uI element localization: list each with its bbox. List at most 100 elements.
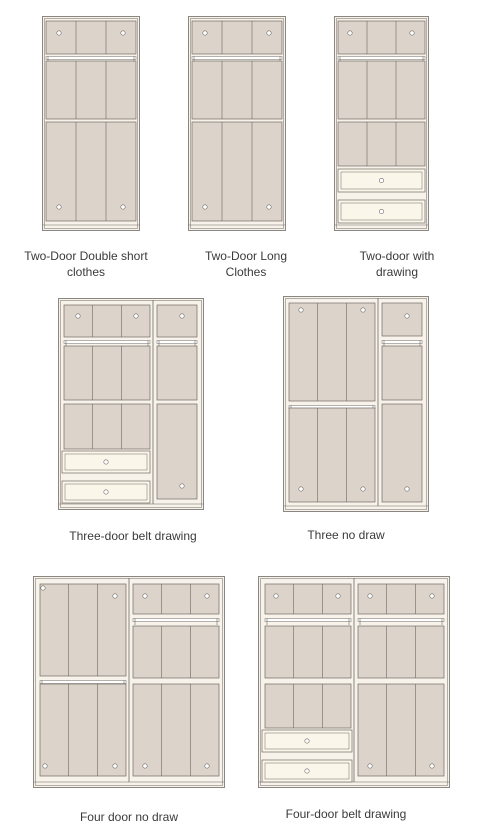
knob-icon — [429, 763, 435, 769]
hanging-rod — [132, 618, 220, 622]
panel — [337, 60, 426, 120]
knob-icon — [378, 209, 384, 215]
knob-icon — [360, 486, 366, 492]
knob-icon — [179, 483, 185, 489]
hanging-rod — [45, 56, 137, 60]
panel — [191, 20, 283, 55]
knob-icon — [273, 593, 279, 599]
panel — [132, 683, 220, 777]
caption-three-no-draw: Three no draw — [307, 528, 385, 542]
wardrobe-four-door-no-draw — [33, 576, 225, 788]
hanging-rod — [191, 56, 283, 60]
panel — [264, 683, 352, 729]
drawer-face — [64, 453, 148, 471]
hanging-rod — [156, 340, 198, 344]
cabinet-inner-frame — [285, 298, 427, 510]
panel — [381, 403, 423, 503]
knob-icon — [347, 30, 353, 36]
panel — [357, 583, 445, 615]
knob-icon — [204, 763, 210, 769]
panel — [132, 625, 220, 679]
caption-four-door-belt-drawing: Four-door belt drawing — [285, 807, 407, 821]
hanging-rod — [357, 618, 445, 622]
knob-icon — [304, 768, 310, 774]
knob-icon — [42, 763, 48, 769]
knob-icon — [112, 763, 118, 769]
knob-icon — [266, 30, 272, 36]
knob-icon — [335, 593, 341, 599]
panel — [63, 304, 151, 338]
panel — [264, 625, 352, 679]
drawer-face — [340, 202, 423, 221]
hanging-rod — [381, 340, 423, 344]
hanging-rod — [264, 618, 352, 622]
panel — [337, 121, 426, 167]
caption-two-door-drawing: Two-door with drawing — [359, 249, 435, 279]
knob-icon — [40, 585, 46, 591]
panel — [63, 403, 151, 450]
panel — [191, 121, 283, 222]
drawer-face — [264, 732, 350, 750]
knob-icon — [112, 593, 118, 599]
knob-icon — [75, 313, 81, 319]
hanging-rod — [63, 340, 151, 344]
wardrobe-three-no-draw — [283, 296, 429, 512]
knob-icon — [56, 30, 62, 36]
knob-icon — [120, 30, 126, 36]
knob-icon — [429, 593, 435, 599]
knob-icon — [142, 763, 148, 769]
wardrobe-four-door-belt-drawing — [258, 576, 450, 788]
knob-icon — [202, 30, 208, 36]
panel — [45, 121, 137, 222]
panel — [381, 345, 423, 401]
wardrobe-two-door-long — [188, 16, 286, 231]
panel — [191, 60, 283, 120]
panel — [288, 407, 376, 503]
knob-icon — [142, 593, 148, 599]
cabinet-inner-frame — [60, 300, 202, 508]
knob-icon — [266, 204, 272, 210]
panel — [45, 20, 137, 55]
caption-four-door-no-draw: Four door no draw — [79, 810, 179, 824]
panel — [156, 304, 198, 338]
knob-icon — [204, 593, 210, 599]
wardrobe-three-door-belt-drawing — [58, 298, 204, 510]
knob-icon — [360, 307, 366, 313]
panel — [357, 625, 445, 679]
knob-icon — [133, 313, 139, 319]
wardrobe-two-door-drawing — [334, 16, 429, 231]
wardrobe-two-door-double-short — [42, 16, 140, 231]
knob-icon — [103, 459, 109, 465]
panel — [337, 20, 426, 55]
hanging-rod — [39, 680, 127, 684]
drawer-face — [64, 483, 148, 501]
knob-icon — [120, 204, 126, 210]
knob-icon — [56, 204, 62, 210]
drawer-face — [340, 171, 423, 190]
cabinet-inner-frame — [190, 18, 284, 229]
knob-icon — [367, 593, 373, 599]
panel — [264, 583, 352, 615]
panel — [39, 683, 127, 777]
knob-icon — [179, 313, 185, 319]
caption-two-door-double-short: Two-Door Double short clothes — [24, 249, 148, 279]
drawer-face — [264, 762, 350, 780]
hanging-rod — [337, 56, 426, 60]
panel — [63, 345, 151, 401]
knob-icon — [404, 486, 410, 492]
knob-icon — [298, 307, 304, 313]
knob-icon — [202, 204, 208, 210]
panel — [357, 683, 445, 777]
cabinet-inner-frame — [336, 18, 427, 229]
panel — [156, 403, 198, 500]
caption-two-door-long: Two-Door Long Clothes — [204, 249, 288, 279]
panel — [288, 302, 376, 402]
panel — [381, 302, 423, 337]
knob-icon — [378, 178, 384, 184]
knob-icon — [103, 489, 109, 495]
knob-icon — [298, 486, 304, 492]
panel — [39, 583, 127, 677]
knob-icon — [367, 763, 373, 769]
caption-three-door-belt-drawing: Three-door belt drawing — [69, 529, 197, 543]
panel — [45, 60, 137, 120]
